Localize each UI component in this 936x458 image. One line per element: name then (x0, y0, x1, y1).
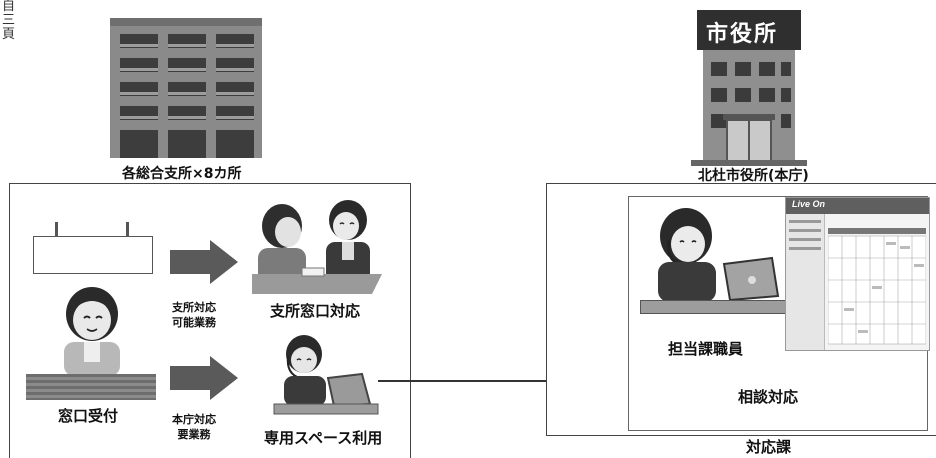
app-title: Live On (792, 199, 826, 209)
app-sidebar (786, 214, 825, 350)
arrow-right-icon (170, 240, 238, 284)
city-hall-label: 北杜市役所(本庁) (698, 168, 809, 184)
window-sign-hanger-right (126, 222, 129, 236)
window-sign-board (33, 236, 153, 274)
branch-window-consultation-illustration (252, 200, 382, 294)
left-edge-char: 頁 (2, 27, 16, 42)
window-sign-hanger-left (55, 222, 58, 236)
department-label: 対応課 (746, 438, 792, 456)
staff-label: 担当課職員 (668, 340, 744, 358)
app-calendar (827, 228, 927, 346)
dedicated-space-illustration (273, 335, 379, 415)
branch-capable-line1: 支所対応 (172, 301, 216, 314)
left-edge-text: 自 三 頁 (2, 0, 16, 42)
arrow-right-icon (170, 356, 238, 400)
reception-staff-illustration (64, 287, 120, 376)
city-hall-sign: 市役所 (706, 22, 779, 47)
window-reception-label: 窓口受付 (58, 407, 119, 425)
main-office-required-line2: 要業務 (177, 428, 211, 441)
branch-office-label: 各総合支所×8カ所 (122, 166, 242, 182)
consultation-label: 相談対応 (738, 388, 799, 406)
live-on-app-window: Live On (785, 197, 930, 351)
branch-office-building-illustration (110, 18, 262, 158)
left-edge-char: 三 (2, 13, 16, 28)
branch-capable-line2: 可能業務 (172, 316, 216, 329)
branch-window-label: 支所窓口対応 (270, 302, 361, 320)
app-titlebar: Live On (786, 198, 929, 214)
calendar-grid (827, 228, 927, 345)
left-edge-char: 自 (2, 0, 16, 14)
dedicated-space-label: 専用スペース利用 (264, 429, 383, 447)
reception-counter (26, 374, 156, 400)
city-hall-building-illustration (691, 10, 807, 166)
branch-capable-label: 支所対応 可能業務 (172, 300, 216, 330)
staff-desk (640, 300, 786, 314)
department-staff-illustration (658, 208, 780, 302)
main-office-required-line1: 本庁対応 (172, 413, 216, 426)
main-office-required-label: 本庁対応 要業務 (172, 412, 216, 442)
